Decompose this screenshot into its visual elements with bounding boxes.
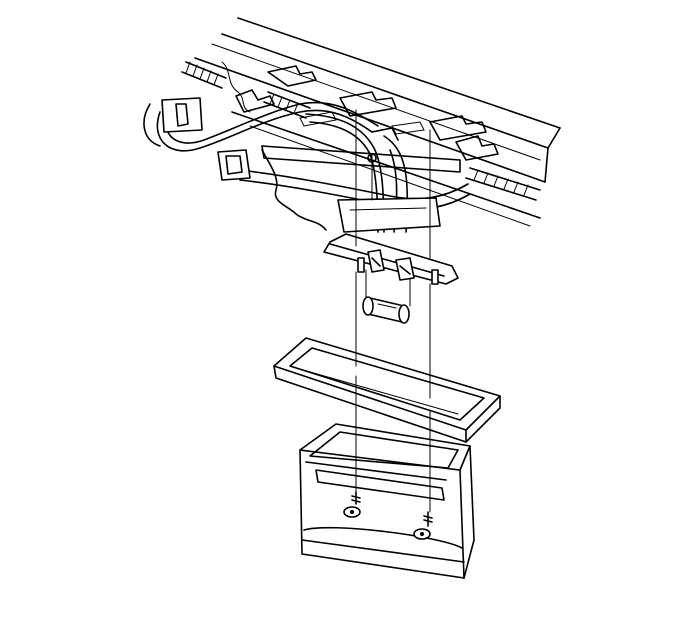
mounting-screw xyxy=(413,511,433,540)
bulb xyxy=(362,296,410,324)
lamp-housing xyxy=(299,423,475,579)
lamp-base xyxy=(323,233,459,285)
lens xyxy=(273,337,501,443)
mounting-bracket xyxy=(261,145,461,233)
roof-panel xyxy=(194,17,561,231)
mounting-screw xyxy=(343,491,361,518)
alignment-lines xyxy=(355,109,431,513)
harness-connector xyxy=(143,97,251,181)
